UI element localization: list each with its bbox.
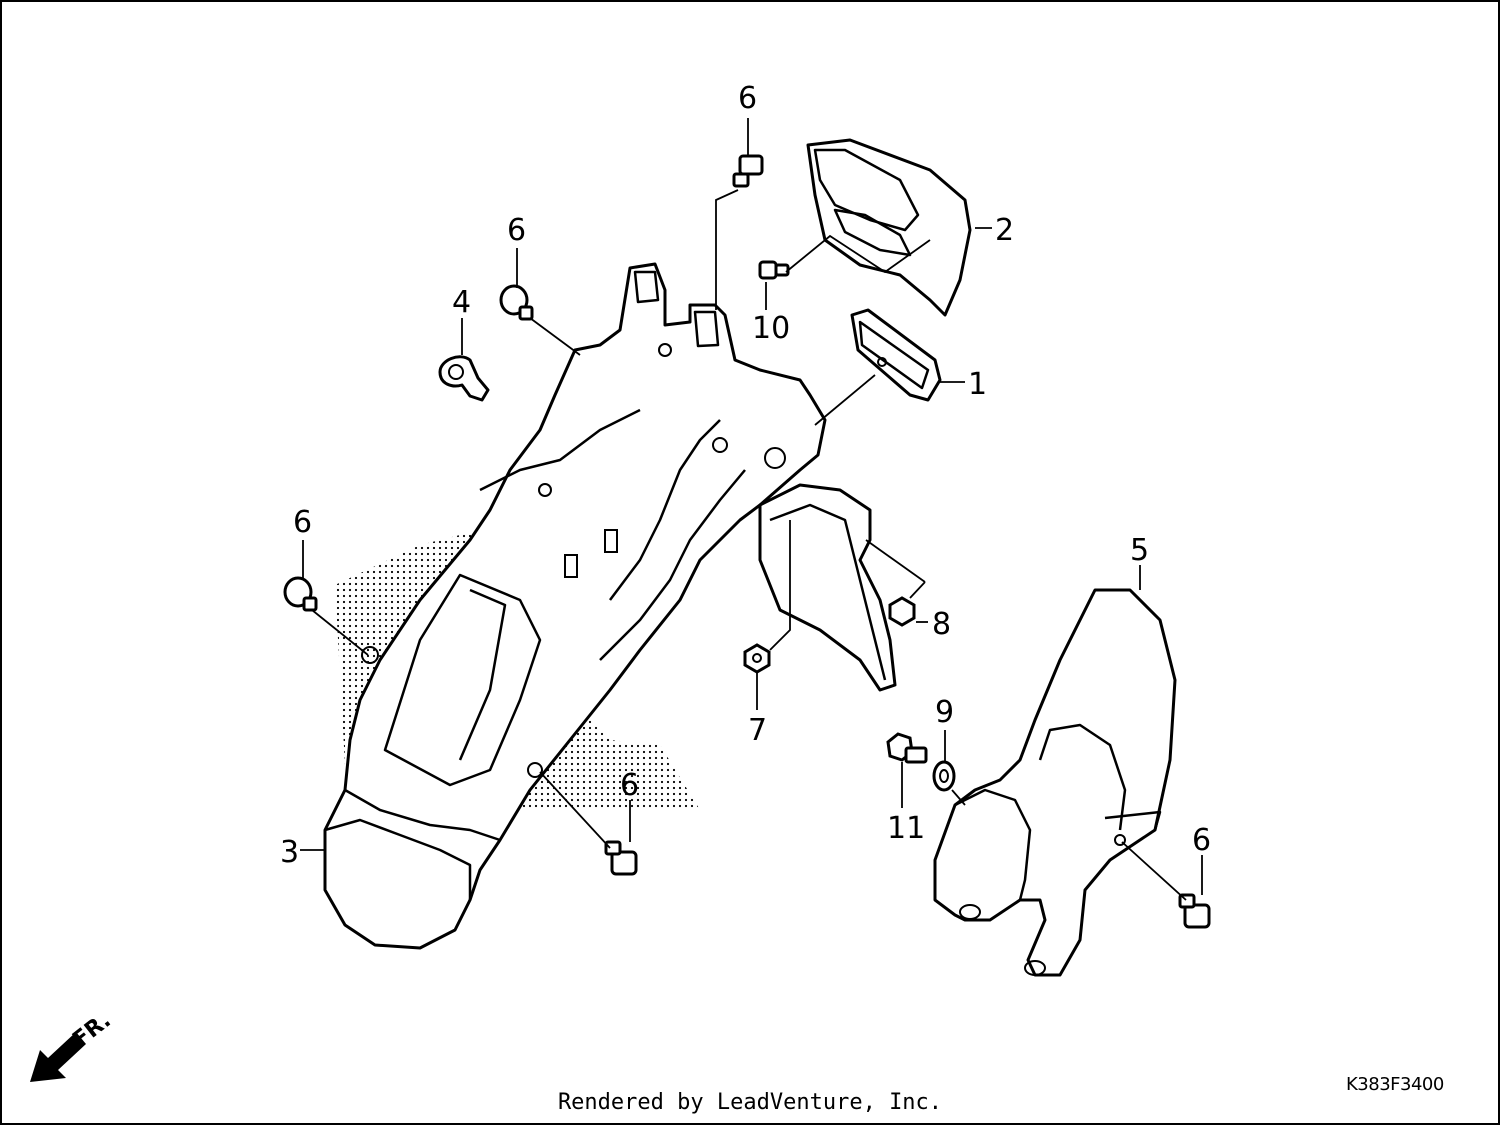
callout-6-upper-left: 6 (507, 213, 526, 248)
leader-lines (300, 118, 1203, 901)
callout-6-left: 6 (293, 505, 312, 540)
callout-3: 3 (280, 835, 299, 870)
license-bracket-rib (769, 503, 887, 681)
fender-rear-lip (324, 818, 472, 900)
fender-hole-2 (658, 343, 672, 357)
bolt-6-top[interactable] (732, 154, 764, 188)
reflector-housing[interactable] (806, 138, 972, 317)
hugger-hole (1114, 834, 1126, 846)
bolt-11[interactable] (886, 732, 928, 764)
fender-body (323, 262, 827, 950)
fender-mid-rib (609, 419, 721, 601)
fender-inner-panel (383, 573, 542, 787)
diagram-code: K383F3400 (1346, 1074, 1444, 1095)
hugger-boss-2 (1024, 960, 1046, 976)
hugger-edge (1104, 810, 1162, 831)
hugger-boss-1 (959, 904, 981, 920)
footer-credit: Rendered by LeadVenture, Inc. (557, 1090, 943, 1115)
callout-5: 5 (1130, 533, 1149, 568)
fender-hole-6 (527, 762, 543, 778)
fender-tail-edge (344, 788, 501, 842)
reflector-body (850, 308, 942, 402)
bolt-6-lower[interactable] (604, 840, 638, 876)
license-bracket-body (758, 483, 897, 692)
callout-2: 2 (995, 213, 1014, 248)
bolt-6-left[interactable] (283, 576, 318, 612)
license-bracket[interactable] (758, 483, 897, 692)
hugger-side (954, 788, 1032, 901)
callout-11: 11 (887, 811, 925, 846)
hugger-body (933, 588, 1177, 977)
screw-10[interactable] (758, 260, 790, 280)
fender-slot-1 (564, 554, 578, 578)
callout-4: 4 (452, 285, 471, 320)
fender-upper-tab-2 (693, 310, 720, 348)
callout-8: 8 (932, 607, 951, 642)
hugger-arch (1038, 723, 1127, 831)
callout-6-top: 6 (738, 81, 757, 116)
fender-slot-2 (604, 529, 618, 553)
fender-upper-tab-1 (633, 270, 660, 304)
fender-hole-1 (538, 483, 552, 497)
reflector-hole (877, 357, 887, 367)
callout-9: 9 (935, 695, 954, 730)
callout-1: 1 (968, 367, 987, 402)
bolt-6-upper-left[interactable] (499, 284, 534, 321)
fender-inner-channel (458, 588, 507, 761)
fender-hole-4 (764, 447, 786, 469)
nut-8[interactable] (888, 596, 916, 627)
callout-6-lower: 6 (620, 768, 639, 803)
rear-hugger[interactable] (933, 588, 1177, 977)
reflector[interactable] (850, 308, 942, 402)
nut-7[interactable] (743, 643, 771, 674)
reflector-housing-face (813, 148, 920, 232)
clip[interactable] (438, 355, 490, 402)
bolt-6-right[interactable] (1178, 893, 1211, 929)
fender-hole-3 (712, 437, 728, 453)
washer-9[interactable] (932, 760, 956, 792)
fender-hole-5 (361, 646, 379, 664)
fender-side-rib (599, 469, 746, 661)
front-direction-arrow-icon: FR. (30, 1008, 116, 1082)
callout-10: 10 (752, 311, 790, 346)
callout-6-right: 6 (1192, 823, 1211, 858)
reflector-face (858, 320, 930, 390)
rear-fender[interactable] (323, 262, 827, 950)
clip-hole (448, 364, 464, 380)
callout-7: 7 (748, 713, 767, 748)
fender-top-rib (479, 408, 641, 492)
clip-body (438, 355, 490, 402)
